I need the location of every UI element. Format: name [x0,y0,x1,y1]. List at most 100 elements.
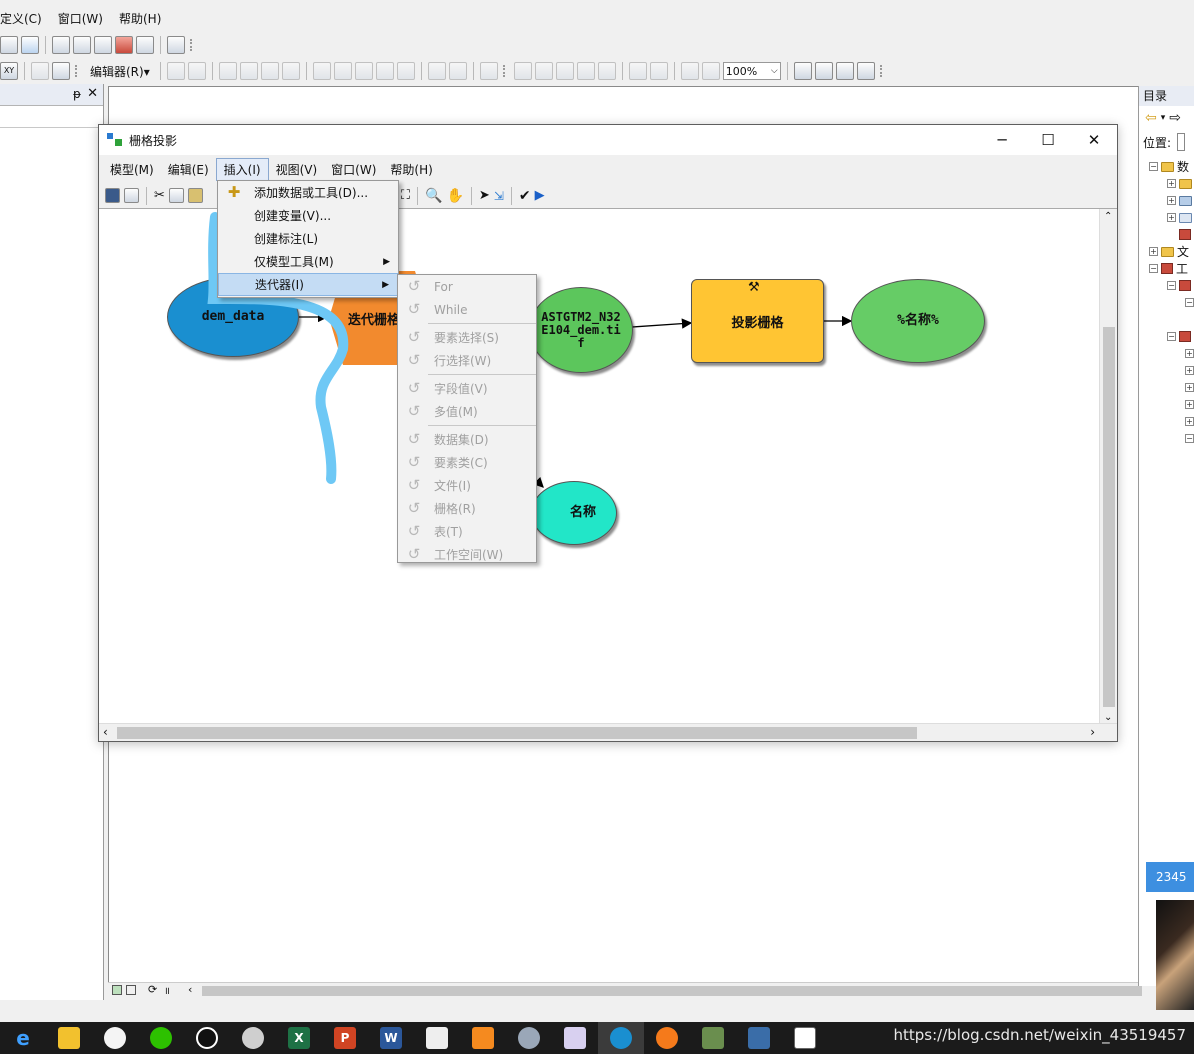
collapse-icon[interactable]: − [1167,332,1176,341]
vscroll-thumb[interactable] [1103,327,1115,707]
menu-model[interactable]: 模型(M) [110,162,154,177]
copy-icon[interactable] [168,188,184,203]
xy-icon[interactable]: XY [0,62,18,80]
collapse-icon[interactable]: − [1185,434,1194,443]
scroll-left-icon[interactable]: ‹ [188,983,193,996]
toolbar-grip[interactable] [502,65,509,77]
straight-segment-icon[interactable] [218,62,237,80]
hscroll-thumb[interactable] [117,727,917,739]
split-icon[interactable] [375,62,394,80]
tree-item[interactable]: + [1139,396,1194,413]
tree-item[interactable]: + [1139,345,1194,362]
zoom-100-icon[interactable] [597,62,616,80]
project-raster-node[interactable]: ⚒ 投影栅格 [691,279,824,363]
menu-item-row-selection[interactable]: ↺行选择(W) [398,349,536,372]
news-popup-header[interactable]: 2345热 [1146,862,1194,914]
create-features-icon[interactable] [479,62,498,80]
tree-item[interactable]: − [1139,277,1194,294]
taskbar-arcglobe[interactable] [506,1022,552,1054]
expand-icon[interactable]: + [1185,417,1194,426]
zoom-percent-select[interactable]: 100% ⌵ [722,62,781,80]
taskbar-explorer[interactable] [46,1022,92,1054]
fixed-zoom-in-icon[interactable] [628,62,647,80]
zoom-in-icon[interactable]: 🔍 [425,187,443,204]
location-input[interactable] [1177,133,1186,151]
toolbar-grip[interactable] [75,65,81,77]
focus-data-frame-icon[interactable] [814,62,833,80]
menu-item-files[interactable]: ↺文件(I) [398,474,536,497]
scroll-left-icon[interactable]: ‹ [103,725,108,739]
midpoint-icon[interactable] [281,62,300,80]
toolbar-grip[interactable] [879,65,886,77]
close-button[interactable]: ✕ [1087,131,1101,149]
menu-item-while[interactable]: ↺While [398,298,536,321]
identify-icon[interactable] [52,62,70,80]
taskbar-catalog[interactable] [690,1022,736,1054]
change-layout-icon[interactable] [835,62,854,80]
menu-view[interactable]: 视图(V) [275,162,318,177]
expand-icon[interactable]: + [1185,400,1194,409]
layout-view-icon[interactable] [126,985,136,995]
data-driven-pages-icon[interactable] [856,62,875,80]
menu-item-create-label[interactable]: 创建标注(L) [218,227,398,250]
menu-customize[interactable]: 定义(C) [0,11,42,26]
menu-window[interactable]: 窗口(W) [331,162,377,177]
taskbar-excel[interactable]: X [276,1022,322,1054]
expand-icon[interactable]: + [1167,196,1176,205]
taskbar-browser[interactable] [92,1022,138,1054]
tree-item[interactable]: + [1139,362,1194,379]
edit-annotation-icon[interactable] [187,62,206,80]
menu-item-field-value[interactable]: ↺字段值(V) [398,377,536,400]
fixed-zoom-out-icon[interactable] [649,62,668,80]
catalog-icon[interactable] [73,36,91,54]
close-icon[interactable]: ✕ [87,86,98,101]
layout-icon[interactable] [0,36,18,54]
python-window-icon[interactable] [136,36,154,54]
modelbuilder-titlebar[interactable]: 栅格投影 ─ ☐ ✕ [99,125,1117,155]
add-connection-icon[interactable]: ⇲ [493,188,504,203]
menu-item-tables[interactable]: ↺表(T) [398,520,536,543]
cut-polygon-icon[interactable] [354,62,373,80]
full-extent-icon[interactable]: ⛶ [400,188,411,203]
name-variable-node[interactable]: 名称 [531,481,617,545]
menu-item-iterators[interactable]: 迭代器(I) ▶ [218,273,398,296]
menu-item-rasters[interactable]: ↺栅格(R) [398,497,536,520]
expand-icon[interactable]: + [1149,247,1158,256]
modelbuilder-icon[interactable] [167,36,185,54]
tree-item[interactable]: + [1139,175,1194,192]
output-name-node[interactable]: %名称% [851,279,985,363]
editor-dropdown[interactable]: 编辑器(R)▾ [90,64,150,79]
taskbar-firefox[interactable] [644,1022,690,1054]
run-icon[interactable]: ▶ [534,188,545,203]
arctoolbox-icon[interactable] [115,36,133,54]
news-thumbnail[interactable] [1156,900,1194,1010]
taskbar-app[interactable] [552,1022,598,1054]
select-arrow-icon[interactable]: ➤ [478,188,490,203]
zoom-tool-icon[interactable] [31,62,49,80]
paste-icon[interactable] [187,188,203,203]
menu-item-for[interactable]: ↺For [398,275,536,298]
taskbar-calculator[interactable] [414,1022,460,1054]
tree-item[interactable]: − [1139,294,1194,311]
tree-item[interactable]: − [1139,430,1194,447]
pause-icon[interactable]: ॥ [164,986,170,997]
toolbar-grip[interactable] [190,39,196,51]
menu-help[interactable]: 帮助(H) [390,162,433,177]
data-view-icon[interactable] [112,985,122,995]
validate-icon[interactable]: ✔ [518,187,531,204]
menu-window[interactable]: 窗口(W) [57,11,103,26]
search-window-icon[interactable] [94,36,112,54]
menu-help[interactable]: 帮助(H) [118,11,162,26]
maximize-button[interactable]: ☐ [1041,131,1055,149]
collapse-icon[interactable]: − [1149,264,1158,273]
tree-item[interactable]: −工 [1139,260,1194,277]
pan-icon[interactable]: ✋ [446,187,464,204]
attributes-icon[interactable] [427,62,446,80]
menu-item-create-variable[interactable]: 创建变量(V)... [218,204,398,227]
taskbar-word[interactable]: W [368,1022,414,1054]
zoom-whole-page-icon[interactable] [576,62,595,80]
menu-item-multivalue[interactable]: ↺多值(M) [398,400,536,423]
editor-toolbar-icon[interactable] [21,36,39,54]
rotate-icon[interactable] [396,62,415,80]
layout-zoom-out-icon[interactable] [534,62,553,80]
